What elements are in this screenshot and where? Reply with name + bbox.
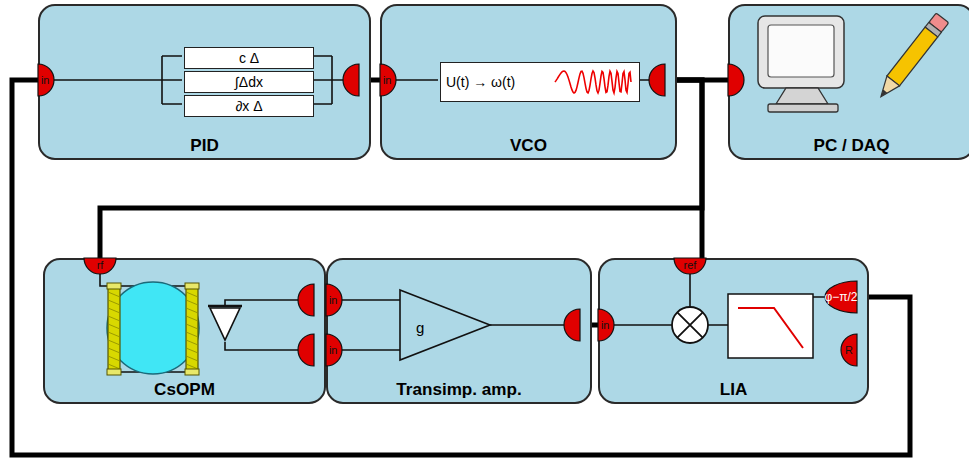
block-title: LIA <box>600 380 867 400</box>
port-label: in <box>41 74 50 86</box>
signal-wire <box>677 80 702 258</box>
block-title: VCO <box>382 136 675 156</box>
amplifier-block: Transimp. amp. g in in <box>326 258 592 404</box>
sine-wave <box>553 67 633 97</box>
port-label: R <box>845 344 853 356</box>
port-symbol <box>343 64 359 96</box>
block-title: PID <box>40 136 369 156</box>
block-text: g <box>416 319 424 336</box>
block-text: ∂x Δ <box>235 98 262 114</box>
port-symbol <box>298 284 314 316</box>
vco-block: VCO U(t) → ω(t) in <box>380 4 677 160</box>
block-text: ∫Δdx <box>235 74 263 90</box>
port-label: φ−π/2 <box>824 290 857 304</box>
port-symbol <box>598 309 614 341</box>
port-label: ref <box>684 259 697 271</box>
block-title: PC / DAQ <box>730 136 969 156</box>
port-symbol <box>298 334 314 366</box>
pc-block: PC / DAQ <box>728 4 969 160</box>
port-symbol <box>564 309 580 341</box>
port-symbol <box>649 64 665 96</box>
port-symbol <box>841 334 857 366</box>
block-text: U(t) → ω(t) <box>446 74 515 90</box>
port-symbol <box>38 64 54 96</box>
port-symbol <box>84 258 116 274</box>
port-symbol <box>825 281 857 313</box>
amplifier-triangle: g <box>402 292 506 362</box>
lockin-block: LIA in ref φ−π/2R <box>598 258 869 404</box>
derivative-term: ∂x Δ <box>184 95 314 117</box>
pid-block: PID c Δ ∫Δdx ∂x Δ in <box>38 4 371 160</box>
port-symbol <box>326 334 342 366</box>
port-label: in <box>329 294 338 306</box>
block-text: c Δ <box>239 50 259 66</box>
magnetometer-block: CsOPM rf <box>43 258 326 404</box>
port-label: in <box>329 344 338 356</box>
vco-function: U(t) → ω(t) <box>440 62 640 102</box>
port-symbol <box>728 64 744 96</box>
signal-wire <box>371 78 380 83</box>
port-symbol <box>380 64 396 96</box>
port-label: in <box>601 319 610 331</box>
port-symbol <box>674 258 706 274</box>
port-label: rf <box>97 259 104 271</box>
block-title: Transimp. amp. <box>328 380 590 400</box>
integral-term: ∫Δdx <box>184 71 314 93</box>
block-title: CsOPM <box>45 380 324 400</box>
port-label: in <box>383 74 392 86</box>
port-symbol <box>326 284 342 316</box>
gain-term: c Δ <box>184 47 314 69</box>
